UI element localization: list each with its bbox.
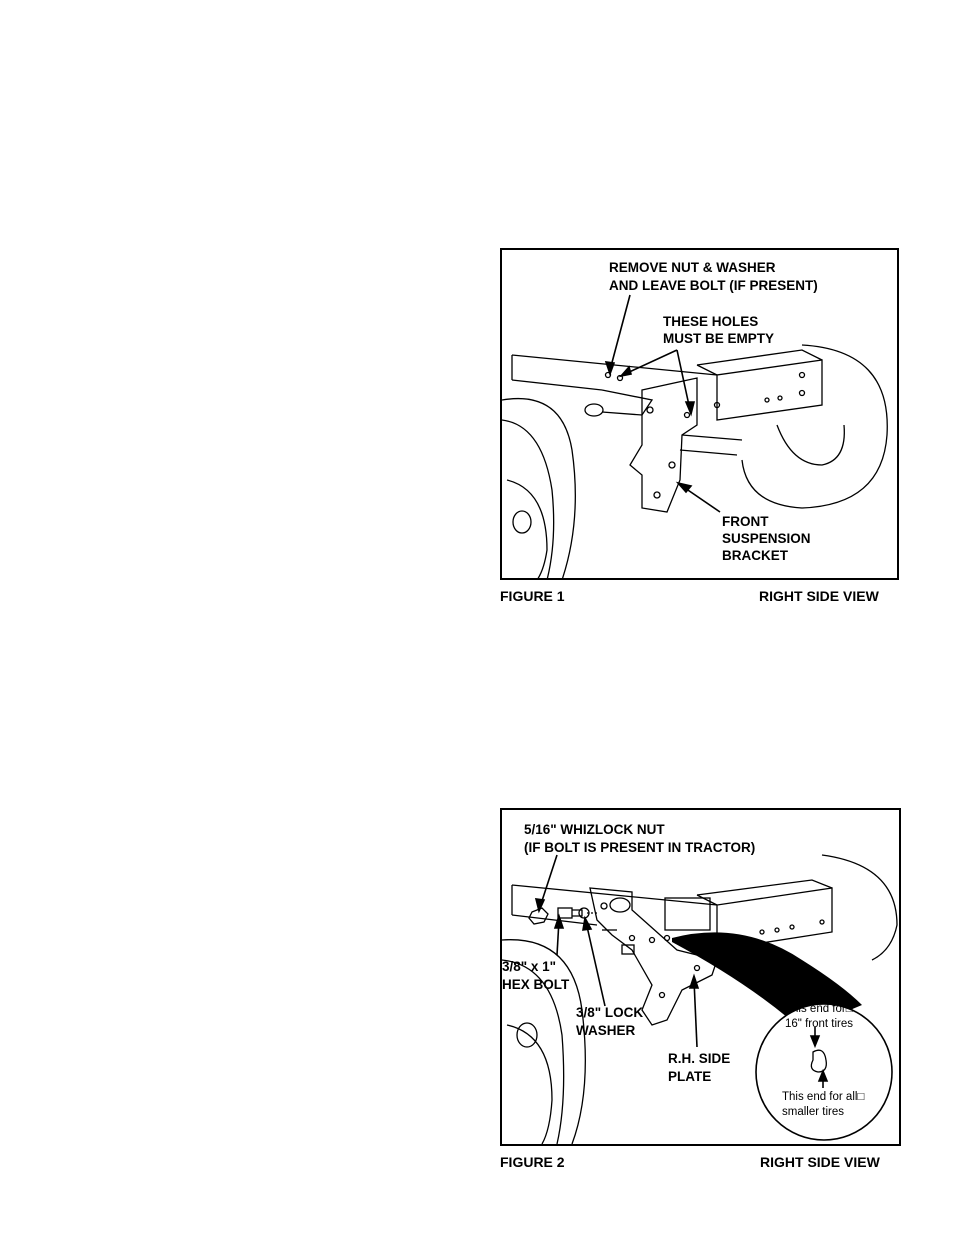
figure-1-illustration	[502, 294, 888, 578]
figure-1-caption: FIGURE 1	[500, 588, 565, 604]
holes-empty-callout-line1: THESE HOLES	[663, 314, 759, 329]
figure-2-illustration	[502, 854, 898, 1144]
detail-bottom-note-line1: This end for all□	[782, 1091, 865, 1103]
remove-nut-callout-line1: REMOVE NUT & WASHER	[609, 260, 776, 275]
front-suspension-bracket-callout-line2: SUSPENSION	[722, 531, 811, 546]
hex-bolt-callout-line1: 3/8" x 1"	[502, 959, 557, 974]
whizlock-nut-callout-line1: 5/16" WHIZLOCK NUT	[524, 822, 665, 837]
front-suspension-bracket-callout-line3: BRACKET	[722, 548, 788, 563]
side-plate-callout-line1: R.H. SIDE	[668, 1051, 731, 1066]
detail-top-note-line1: This end for□	[785, 1003, 853, 1015]
hex-bolt-callout-line2: HEX BOLT	[502, 977, 570, 992]
detail-top-note-line2: 16" front tires	[785, 1018, 854, 1030]
whizlock-nut-callout-line2: (IF BOLT IS PRESENT IN TRACTOR)	[524, 840, 756, 855]
figure-1-view-label: RIGHT SIDE VIEW	[759, 588, 879, 604]
lock-washer-callout-line2: WASHER	[576, 1023, 636, 1038]
figure-2-caption: FIGURE 2	[500, 1154, 565, 1170]
front-suspension-bracket-callout-line1: FRONT	[722, 514, 769, 529]
figure-2-view-label: RIGHT SIDE VIEW	[760, 1154, 880, 1170]
detail-bottom-note-line2: smaller tires	[782, 1106, 844, 1118]
holes-empty-callout-line2: MUST BE EMPTY	[663, 331, 775, 346]
remove-nut-callout-line2: AND LEAVE BOLT (IF PRESENT)	[609, 278, 818, 293]
lock-washer-callout-line1: 3/8" LOCK	[576, 1005, 644, 1020]
side-plate-callout-line2: PLATE	[668, 1069, 712, 1084]
figure-2-frame: 5/16" WHIZLOCK NUT (IF BOLT IS PRESENT I…	[500, 808, 901, 1146]
figure-1-frame: REMOVE NUT & WASHER AND LEAVE BOLT (IF P…	[500, 248, 899, 580]
